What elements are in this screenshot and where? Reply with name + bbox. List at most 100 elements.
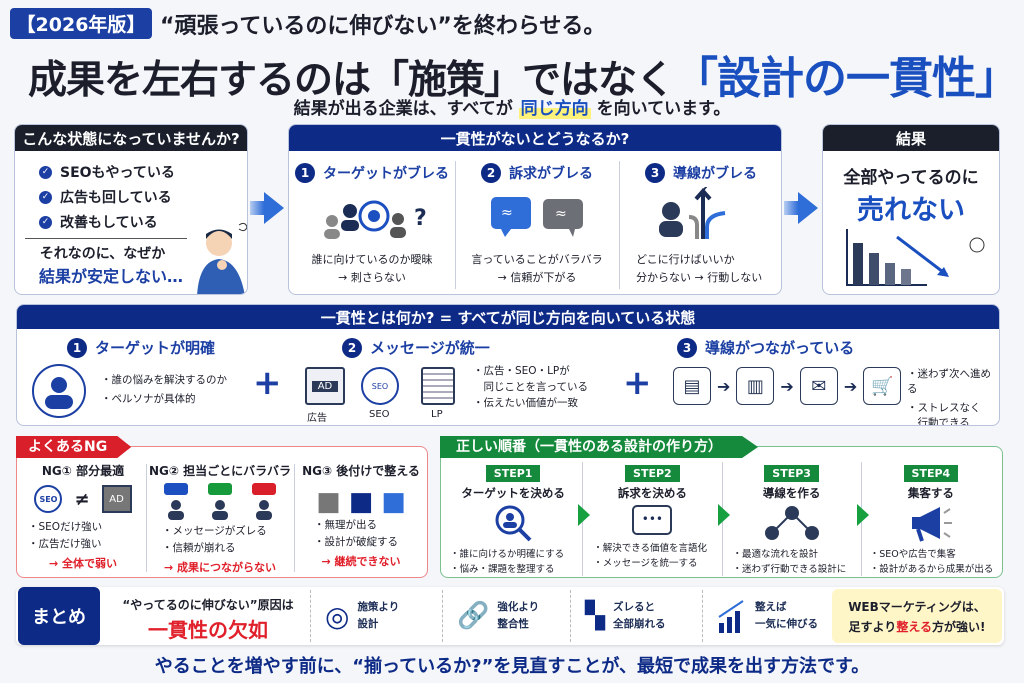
bullet: ・SEOや広告で集客: [869, 549, 956, 560]
note-post: 方が強い!: [931, 620, 986, 634]
user-search-icon: [495, 505, 532, 542]
summary-cause-highlight: 一貫性の欠如: [148, 618, 268, 642]
plus-icon: +: [253, 363, 282, 403]
item-label: 導線がブレる: [673, 166, 757, 182]
seo-search-icon: SEO: [361, 367, 399, 405]
page-title: 成果を左右するのは「施策」ではなく「設計の一貫性」: [28, 42, 1019, 106]
bullet: ・誰の悩みを解決するのか: [101, 374, 227, 386]
number-badge: 3: [677, 337, 697, 358]
arrow-icon: ➔: [780, 376, 794, 396]
bullet: ・誰に向けるか明確にする: [450, 549, 565, 560]
lead-highlight: 同じ方向: [518, 99, 591, 119]
summary-label: まとめ: [18, 587, 100, 645]
step-label: ターゲットを決める: [461, 486, 565, 500]
check-item: ✓ 広告も回している: [39, 187, 247, 207]
bullet: ・設計があるから成果が出る: [869, 564, 994, 575]
puzzle-gray-icon: ■: [316, 487, 341, 517]
number-badge: 2: [481, 163, 501, 183]
check-icon: ✓: [39, 165, 52, 179]
bullet-list: ・広告・SEO・LPが 同じことを言っている・伝えたい価値が一致: [473, 363, 588, 411]
lead-pre: 結果が出る企業は、すべてが: [293, 99, 513, 119]
ng-result: → 全体で弱い: [48, 557, 118, 570]
definition-title: 一貫性とは何か? = すべてが同じ方向を向いている状態: [17, 305, 999, 329]
person-green-bubble-icon: [208, 483, 232, 520]
thinking-man-icon: [197, 222, 247, 294]
seo-search-icon: SEO: [34, 485, 63, 513]
arrow-icon: ➔: [717, 376, 731, 396]
check-label: 改善もしている: [60, 215, 158, 231]
growth-chart-icon: [718, 600, 744, 633]
number-badge: 1: [295, 163, 315, 183]
point-line: 一気に伸びる: [755, 618, 818, 630]
bullet: ・メッセージがズレる: [162, 525, 267, 537]
declining-chart-icon: [846, 229, 985, 286]
cart-icon: 🛒: [863, 367, 902, 405]
puzzle-icons: ■■■: [296, 487, 426, 517]
summary-point: 🔗 強化より整合性: [442, 590, 570, 642]
not-equal-icon: ≠: [74, 488, 90, 510]
item-label: 導線がつながっている: [705, 339, 855, 357]
step-arrow-icon: [578, 504, 591, 526]
note-line1: WEBマーケティングは、: [848, 600, 986, 614]
puzzle-navy-icon: ■: [348, 487, 374, 517]
check-label: SEOもやっている: [60, 165, 175, 181]
point-line: ズレると: [613, 601, 655, 613]
check-icon: ✓: [39, 190, 52, 204]
steps-row: STEP1 ターゲットを決める ・誰に向けるか明確にする・悩み・課題を整理する …: [444, 462, 1000, 576]
bullet: ・最適な流れを設計: [732, 549, 819, 560]
ng-label: NG③ 後付けで整える: [302, 464, 420, 478]
ng-result: → 成果につながらない: [163, 561, 277, 574]
target-audience-icon: ?: [324, 200, 427, 239]
point-line: 整合性: [497, 618, 529, 630]
note-pre: 足すより: [848, 620, 897, 634]
summary-note: WEBマーケティングは、 足すより整える方が強い!: [832, 589, 1002, 643]
point-line: 整えば: [755, 601, 787, 613]
lead-text: 結果が出る企業は、すべてが 同じ方向 を向いています。: [0, 94, 1024, 119]
item-desc: 誰に向けているのか曖昧: [311, 253, 433, 266]
bullet: ・広告・SEO・LPが: [473, 365, 570, 377]
lp-page-icon: [421, 367, 455, 405]
step-badge: STEP1: [485, 465, 541, 482]
ad-window-icon: AD: [305, 367, 345, 405]
puzzle-icon: ▚: [585, 601, 605, 631]
step-label: 導線を作る: [762, 486, 821, 500]
icon-text: AD: [312, 381, 338, 392]
check-label: 広告も回している: [60, 190, 172, 206]
point-line: 施策より: [357, 601, 400, 613]
bullet: ・解決できる価値を言語化: [593, 543, 708, 554]
document-icon: ▥: [736, 367, 775, 405]
step-item: STEP3 導線を作る ・最適な流れを設計・迷わず行動できる設計に: [723, 462, 869, 576]
link-icon: 🔗: [457, 601, 490, 631]
divider: [146, 464, 147, 572]
bullet: ・ペルソナが具体的: [101, 393, 196, 405]
summary-point: 整えば一気に伸びる: [702, 590, 826, 642]
flow-nodes-icon: [764, 506, 819, 540]
definition-item-1: 1 ターゲットが明確: [67, 337, 215, 358]
point-line: 強化より: [497, 601, 540, 613]
item-label: ターゲットがブレる: [323, 166, 449, 182]
ad-icon: AD: [101, 485, 132, 513]
divider: [455, 161, 456, 289]
item-result: 分からない → 行動しない: [636, 271, 763, 284]
ng-label: NG① 部分最適: [41, 464, 125, 478]
persona-icon: [32, 364, 86, 418]
ng-item: NG② 担当ごとにバラバラ ・メッセージがズレる・信頼が崩れる → 成果につなが…: [148, 462, 292, 575]
title-main: 成果を左右するのは「施策」ではなく: [28, 58, 675, 103]
divider: [25, 238, 187, 239]
ng-label: NG② 担当ごとにバラバラ: [148, 464, 292, 478]
number-badge: 2: [342, 337, 362, 358]
number-badge: 1: [67, 337, 87, 358]
svg-text:≈: ≈: [555, 206, 567, 222]
result-title: 結果: [823, 125, 999, 151]
but-text: それなのに、なぜか: [39, 246, 166, 262]
item-label: ターゲットが明確: [95, 339, 216, 357]
item-result: → 刺さらない: [338, 271, 406, 284]
flow-arrow: [250, 192, 284, 224]
mail-icon: ✉: [799, 367, 838, 405]
result-line1: 全部やってるのに: [843, 168, 979, 188]
svg-text:?: ?: [701, 187, 708, 196]
step-item: STEP4 集客する ・SEOや広告で集客・設計があるから成果が出る: [862, 462, 1000, 576]
